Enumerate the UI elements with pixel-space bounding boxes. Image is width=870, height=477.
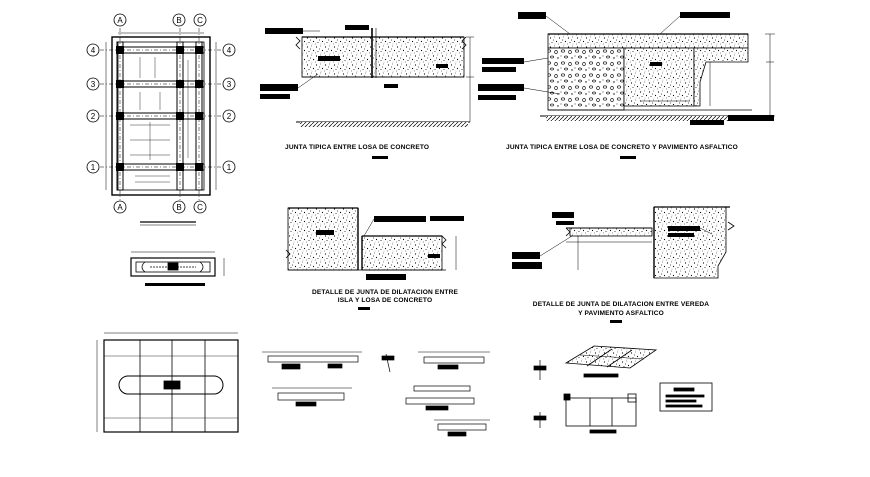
island-slab-dilatation-detail <box>285 207 457 271</box>
detail2-leader-labels <box>478 12 774 159</box>
grid-label-left-1: 1 <box>91 163 96 172</box>
grid-label-bottom-a: A <box>117 203 123 212</box>
caption-sidewalk-asphalt-dilatation-line2: Y PAVIMENTO ASFALTICO <box>578 310 664 317</box>
grid-label-top-c: C <box>197 16 203 25</box>
caption-concrete-asphalt-joint: JUNTA TIPICA ENTRE LOSA DE CONCRETO Y PA… <box>506 144 738 151</box>
grid-label-top-b: B <box>176 16 181 25</box>
grid-label-right-3: 3 <box>227 80 232 89</box>
grid-label-left-2: 2 <box>91 112 96 121</box>
caption-sidewalk-asphalt-dilatation-line1: DETALLE DE JUNTA DE DILATACION ENTRE VER… <box>532 301 710 308</box>
grid-bubble-labels: A B C A B C 4 3 2 1 4 3 2 1 <box>91 16 232 212</box>
caption-island-slab-dilatation-line1: DETALLE DE JUNTA DE DILATACION ENTRE <box>311 289 459 296</box>
detail3-leader-labels <box>316 216 464 310</box>
detail1-leader-labels <box>260 25 448 159</box>
floor-plan <box>100 28 222 200</box>
grid-label-bottom-b: B <box>176 203 181 212</box>
detail4-leader-labels <box>512 212 713 323</box>
grid-label-right-1: 1 <box>227 163 232 172</box>
sidewalk-asphalt-dilatation-detail <box>565 206 735 279</box>
isometric-slab-detail <box>563 345 658 434</box>
small-section-details <box>262 351 547 437</box>
slab-layout-plan <box>96 332 239 433</box>
grid-label-bottom-c: C <box>197 203 203 212</box>
grid-label-right-4: 4 <box>227 46 232 55</box>
grid-label-top-a: A <box>117 16 123 25</box>
caption-concrete-slab-joint: JUNTA TIPICA ENTRE LOSA DE CONCRETO <box>285 144 430 151</box>
beam-section-detail <box>130 251 225 277</box>
concrete-slab-joint-detail <box>295 28 474 127</box>
grid-bubbles <box>86 13 236 214</box>
grid-label-left-4: 4 <box>91 46 96 55</box>
title-block <box>659 382 713 412</box>
caption-island-slab-dilatation-line2: ISLA Y LOSA DE CONCRETO <box>337 297 433 304</box>
grid-label-right-2: 2 <box>227 112 232 121</box>
concrete-asphalt-joint-detail <box>540 33 775 121</box>
grid-label-left-3: 3 <box>91 80 96 89</box>
